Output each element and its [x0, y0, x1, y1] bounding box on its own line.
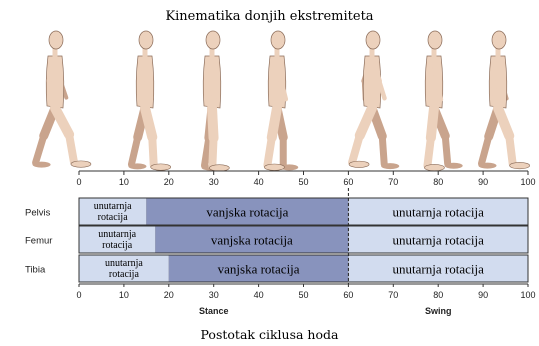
top-tick-label: 60 — [343, 177, 353, 187]
rotation-timeline: 0 0 10 10 20 20 30 30 40 40 50 50 60 60 70 70 80 80 90 90 10… — [0, 168, 539, 320]
top-tick-label: 30 — [209, 177, 219, 187]
segment-label: vanjska rotacija — [211, 233, 293, 248]
top-tick-label: 80 — [433, 177, 443, 187]
diagram-title: Kinematika donjih ekstremiteta — [0, 9, 539, 24]
walking-figure — [201, 31, 229, 171]
bottom-tick-label: 50 — [298, 290, 308, 300]
bottom-tick-label: 20 — [164, 290, 174, 300]
top-tick-label: 20 — [164, 177, 174, 187]
bottom-tick-label: 0 — [76, 290, 81, 300]
x-axis-title: Postotak ciklusa hoda — [0, 327, 539, 342]
bottom-tick-label: 40 — [254, 290, 264, 300]
top-tick-label: 100 — [520, 177, 535, 187]
bottom-tick-label: 90 — [478, 290, 488, 300]
row-label-femur: Femur — [25, 236, 52, 247]
segment-label: vanjska rotacija — [206, 205, 288, 220]
top-tick-label: 50 — [298, 177, 308, 187]
top-tick-label: 90 — [478, 177, 488, 187]
walking-figures — [0, 26, 539, 174]
top-tick-label: 0 — [76, 177, 81, 187]
row-label-pelvis: Pelvis — [25, 208, 51, 219]
segment-label: unutarnja rotacija — [393, 262, 485, 277]
bottom-tick-label: 70 — [388, 290, 398, 300]
bottom-tick-label: 10 — [119, 290, 129, 300]
top-tick-label: 10 — [119, 177, 129, 187]
bottom-tick-label: 30 — [209, 290, 219, 300]
row-label-tibia: Tibia — [25, 265, 46, 276]
segment-label: vanjska rotacija — [218, 262, 300, 277]
walking-figure — [33, 31, 91, 168]
top-tick-label: 40 — [254, 177, 264, 187]
bottom-tick-label: 100 — [520, 290, 535, 300]
walking-figure — [264, 31, 298, 170]
top-tick-label: 70 — [388, 177, 398, 187]
segment-label: unutarnja rotacija — [393, 205, 485, 220]
bottom-tick-label: 80 — [433, 290, 443, 300]
walking-figure — [128, 31, 170, 170]
walking-figure — [424, 31, 462, 171]
swing-label: Swing — [425, 306, 452, 316]
segment-label: unutarnja rotacija — [393, 233, 485, 248]
bottom-tick-label: 60 — [343, 290, 353, 300]
stance-label: Stance — [199, 306, 229, 316]
walking-figure — [478, 31, 529, 169]
walking-figure — [349, 31, 399, 169]
